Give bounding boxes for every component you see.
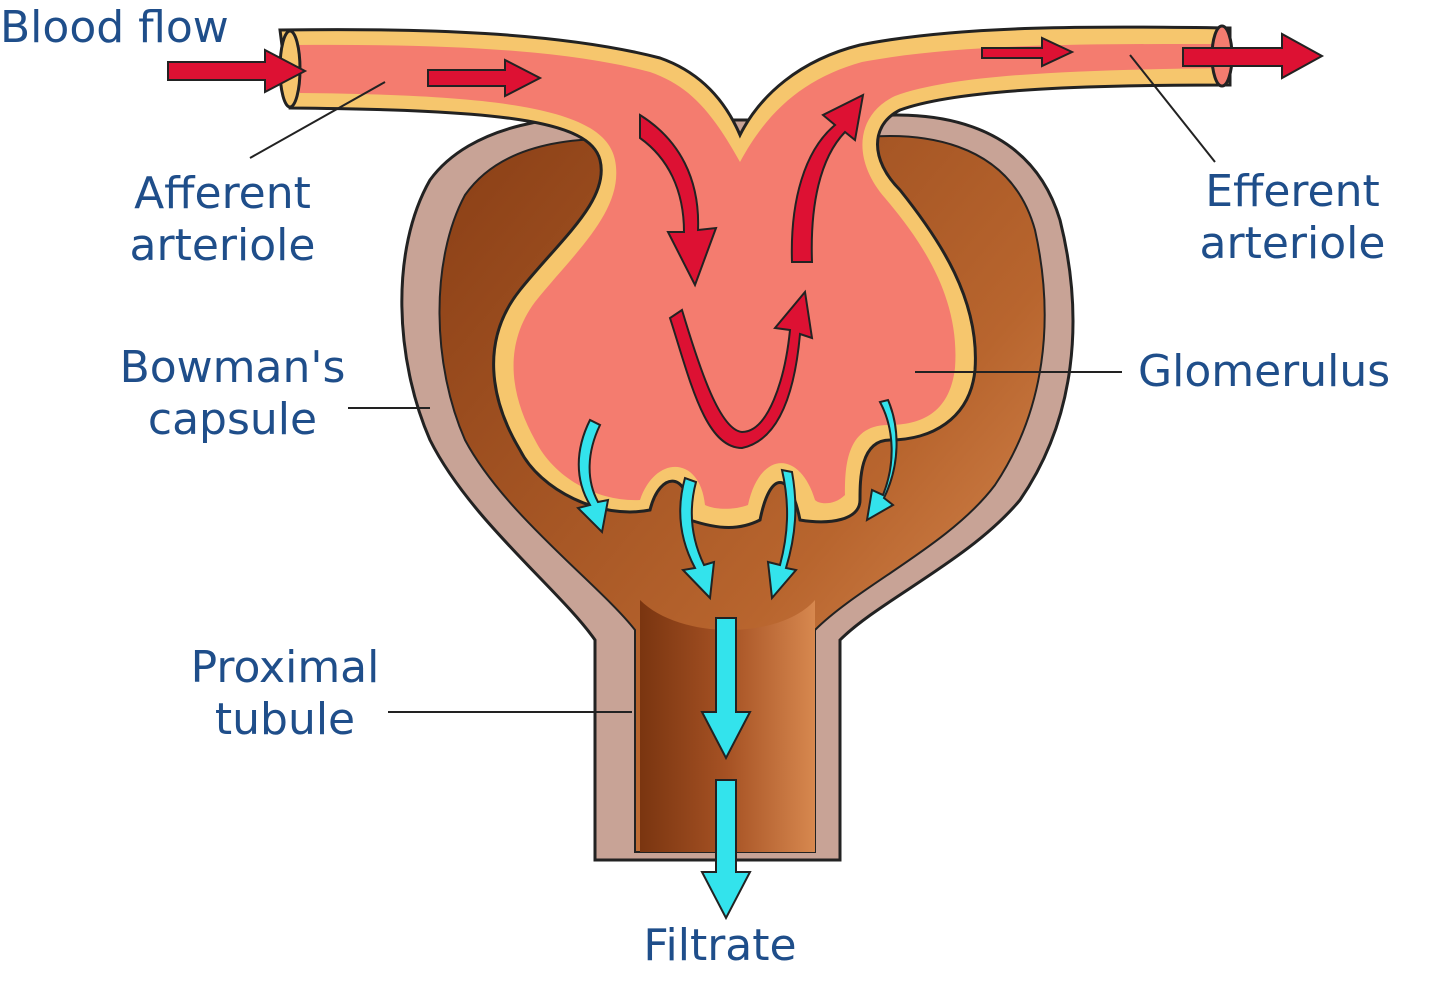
efferent-leader-line <box>1129 54 1216 163</box>
glomerulus-blood <box>295 43 1222 509</box>
label-glomerulus: Glomerulus <box>1138 346 1391 397</box>
blood-afferent-arrow <box>427 58 543 98</box>
blood-out-arrow <box>1182 32 1325 80</box>
filtrate-arrow-2 <box>679 476 716 601</box>
blood-in-arrow <box>167 48 308 94</box>
blood-up-arrow <box>790 93 865 263</box>
filtrate-down-arrow-2 <box>700 779 752 921</box>
filtrate-down-arrow-1 <box>700 617 752 761</box>
label-bowmans-line-2: capsule <box>147 394 318 445</box>
cyan-arrow-icon <box>576 398 898 921</box>
label-bowmans-capsule: Bowman's capsule <box>100 342 365 446</box>
label-efferent-line-1: Efferent <box>1205 166 1380 217</box>
label-proximal-tubule: Proximal tubule <box>165 642 405 746</box>
blood-uturn-arrow <box>668 289 814 450</box>
label-afferent-line-2: arteriole <box>129 220 316 271</box>
red-arrow-icon <box>167 32 1325 450</box>
label-afferent-arteriole: Afferent arteriole <box>100 168 345 272</box>
label-efferent-arteriole: Efferent arteriole <box>1170 166 1415 270</box>
filtrate-arrow-3 <box>766 468 798 601</box>
label-bowmans-line-1: Bowman's <box>119 342 346 393</box>
label-efferent-line-2: arteriole <box>1199 218 1386 269</box>
label-proximal-line-2: tubule <box>214 694 356 745</box>
filtrate-arrow-4 <box>865 398 898 522</box>
label-blood-flow: Blood flow <box>0 2 229 53</box>
blood-efferent-arrow <box>981 36 1075 68</box>
afferent-leader-line <box>249 81 386 159</box>
label-afferent-line-1: Afferent <box>134 168 311 219</box>
filtrate-arrow-1 <box>576 418 610 535</box>
blood-down-arrow <box>639 113 718 288</box>
label-filtrate: Filtrate <box>643 920 797 971</box>
label-proximal-line-1: Proximal <box>190 642 380 693</box>
